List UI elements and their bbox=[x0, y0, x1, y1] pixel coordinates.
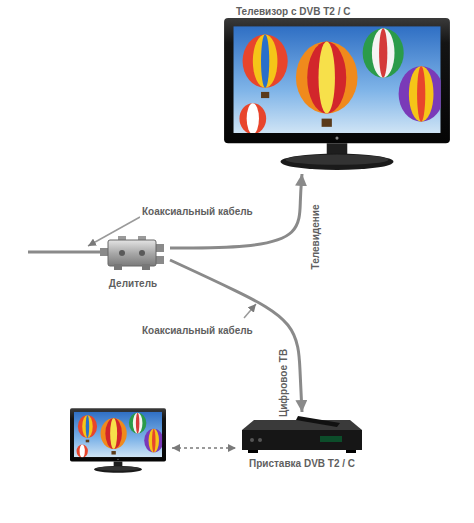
splitter-shape bbox=[98, 226, 168, 276]
splitter: Делитель bbox=[96, 224, 170, 292]
input-cable bbox=[28, 252, 100, 253]
leader-lines bbox=[88, 217, 256, 318]
set-top-box-shape bbox=[240, 414, 364, 456]
cable-label: Коаксиальный кабель bbox=[140, 206, 255, 218]
edge-label: Телевидение bbox=[310, 203, 322, 272]
set-top-box: Приставка DVB T2 / C bbox=[238, 412, 366, 472]
node-label: Телевизор с DVB T2 / C bbox=[236, 6, 350, 18]
television: Телевизор с DVB T2 / C bbox=[222, 4, 452, 174]
small-tv bbox=[70, 408, 166, 473]
television-shape bbox=[224, 18, 450, 172]
node-label: Делитель bbox=[109, 278, 157, 290]
edge-label: Цифровое ТВ bbox=[278, 347, 290, 419]
dashed-link bbox=[172, 448, 236, 449]
node-label: Приставка DVB T2 / C bbox=[249, 458, 355, 470]
cable-label: Коаксиальный кабель bbox=[140, 325, 255, 337]
